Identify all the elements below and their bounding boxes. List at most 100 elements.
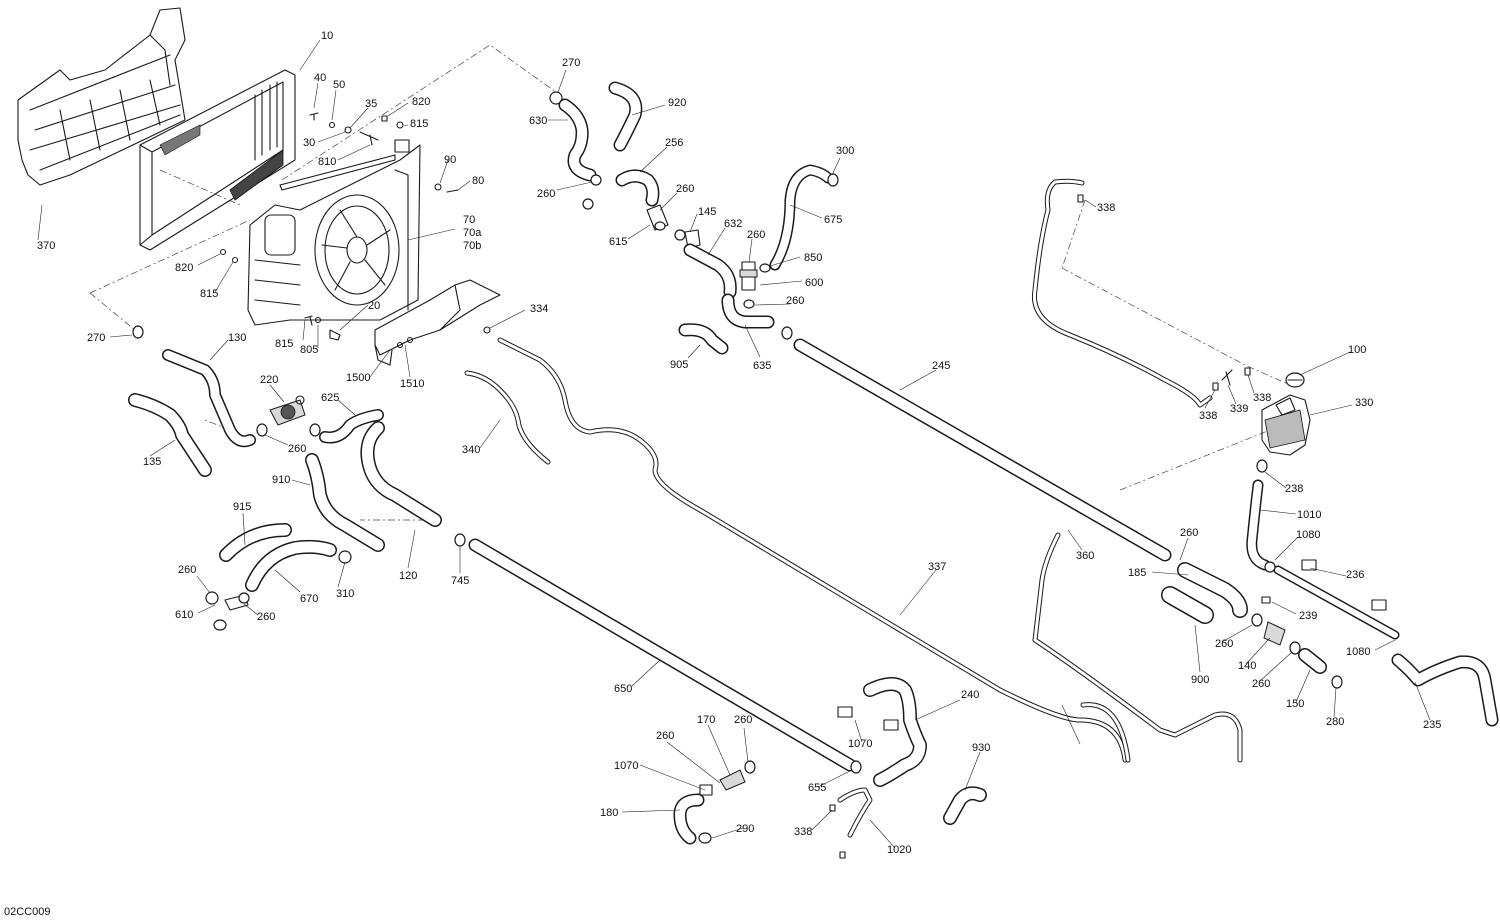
callout-615: 615	[609, 236, 627, 248]
callout-260-b: 260	[178, 564, 196, 576]
callout-10: 10	[321, 30, 333, 42]
callout-260-j: 260	[1252, 678, 1270, 690]
leader-lines	[37, 39, 1431, 849]
hose-185	[1177, 562, 1248, 618]
callout-330: 330	[1355, 397, 1373, 409]
pipe-245	[793, 338, 1172, 562]
callout-145: 145	[698, 206, 716, 218]
callout-310: 310	[336, 588, 354, 600]
clamp-310	[338, 550, 352, 564]
callout-337: 337	[928, 561, 946, 573]
callout-labels: 10 40 50 35 820 815 30 810 90 80 70 70a …	[4, 30, 1441, 918]
callout-236: 236	[1346, 569, 1364, 581]
callout-370: 370	[37, 240, 55, 252]
callout-360: 360	[1076, 550, 1094, 562]
callout-260-h: 260	[1180, 527, 1198, 539]
hose-905	[678, 323, 729, 355]
hose-135	[128, 393, 212, 477]
callout-900: 900	[1191, 674, 1209, 686]
pipe-236	[1261, 559, 1400, 640]
diagram-code: 02CC009	[4, 906, 50, 918]
callout-290: 290	[736, 823, 754, 835]
pipe-650	[468, 538, 857, 772]
callout-239: 239	[1299, 610, 1317, 622]
hose-1010	[1246, 479, 1271, 571]
hose-625	[319, 409, 384, 444]
callout-260-c: 260	[257, 611, 275, 623]
clamps-260-mid-left	[256, 423, 321, 437]
callout-270-left: 270	[87, 332, 105, 344]
air-deflector-370	[17, 7, 186, 186]
callout-820-lower: 820	[175, 262, 193, 274]
clamp-290	[698, 832, 712, 844]
hose-930	[943, 786, 987, 825]
callout-815: 815	[410, 118, 428, 130]
hose-180	[673, 793, 705, 845]
callout-220: 220	[260, 374, 278, 386]
callout-340: 340	[462, 444, 480, 456]
fitting-220	[269, 395, 306, 426]
callout-334: 334	[530, 303, 548, 315]
callout-70b: 70b	[463, 240, 481, 252]
callout-670: 670	[300, 593, 318, 605]
callout-339: 339	[1230, 403, 1248, 415]
clamps-260-top	[582, 174, 686, 241]
callout-1020: 1020	[887, 844, 911, 856]
clamp-280	[1331, 675, 1343, 689]
radiator-10	[139, 69, 296, 251]
callout-910: 910	[272, 474, 290, 486]
bracket-1500-1510	[374, 279, 501, 366]
callout-300: 300	[836, 145, 854, 157]
hose-632	[683, 243, 737, 299]
tube-337	[497, 337, 1131, 763]
callout-260-l: 260	[734, 714, 752, 726]
callout-40: 40	[314, 72, 326, 84]
callout-280: 280	[1326, 716, 1344, 728]
fitting-170	[699, 760, 756, 796]
callout-815-shroud: 815	[275, 338, 293, 350]
callout-905: 905	[670, 359, 688, 371]
hose-910	[305, 453, 385, 552]
fasteners-radiator	[219, 112, 459, 341]
callout-260-a: 260	[288, 443, 306, 455]
callout-810: 810	[318, 156, 336, 168]
callout-240: 240	[961, 689, 979, 701]
callout-180: 180	[600, 807, 618, 819]
hose-920	[608, 81, 643, 152]
callout-338-mid: 338	[1199, 410, 1217, 422]
clamp-238	[1256, 459, 1268, 473]
hose-340	[464, 370, 551, 465]
callout-630: 630	[529, 115, 547, 127]
callout-50: 50	[333, 79, 345, 91]
callout-610: 610	[175, 609, 193, 621]
clamp-260-right-top	[781, 326, 793, 340]
callout-30: 30	[303, 137, 315, 149]
callout-338-right: 338	[1253, 392, 1271, 404]
callout-338-bottom: 338	[794, 826, 812, 838]
callout-815-lower: 815	[200, 288, 218, 300]
callout-1510: 1510	[400, 378, 424, 390]
fitting-145	[684, 229, 701, 249]
callout-100: 100	[1348, 344, 1366, 356]
callout-625: 625	[321, 392, 339, 404]
callout-260-g: 260	[786, 295, 804, 307]
fitting-850-600	[739, 261, 771, 309]
callout-70: 70	[463, 214, 475, 226]
callout-930: 930	[972, 742, 990, 754]
callout-1010: 1010	[1297, 509, 1321, 521]
callout-238: 238	[1285, 483, 1303, 495]
callout-1080-top: 1080	[1296, 529, 1320, 541]
callout-260-f: 260	[747, 229, 765, 241]
hose-240	[863, 677, 927, 787]
fitting-615	[646, 204, 669, 231]
callout-805: 805	[300, 344, 318, 356]
hose-120	[360, 421, 442, 527]
fitting-140	[1251, 613, 1301, 655]
callout-655: 655	[808, 782, 826, 794]
clamp-300	[827, 173, 839, 187]
callout-35: 35	[365, 98, 377, 110]
callout-920: 920	[668, 97, 686, 109]
cap-100	[1285, 372, 1305, 388]
callout-260-e: 260	[676, 183, 694, 195]
